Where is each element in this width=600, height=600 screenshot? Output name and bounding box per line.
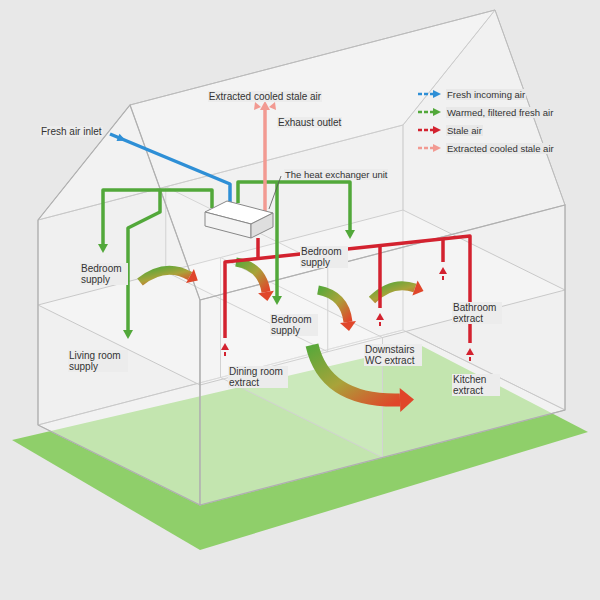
label-holder: Exhaust outlet <box>277 112 342 130</box>
legend-arrow-shaft <box>418 147 433 150</box>
legend-arrow-head <box>433 108 441 116</box>
heat-exchanger-side <box>251 213 273 238</box>
air-flow-arrowhead <box>258 291 274 301</box>
extract-arrowhead <box>466 348 474 355</box>
exhaust-arrowhead <box>260 101 270 110</box>
supply-arrowhead <box>98 244 108 253</box>
label-holder: Kitchen extract <box>452 374 500 398</box>
label-holder: Bedroom supply <box>80 263 128 287</box>
stale-air-duct <box>441 239 445 262</box>
extract-arrowhead <box>439 267 447 274</box>
exhaust-air-label: Extracted cooled stale air <box>208 91 322 102</box>
front-wall <box>200 205 565 505</box>
air-flow-arrow <box>140 270 190 282</box>
supply-arrowhead <box>123 330 133 339</box>
supply-label: Living room supply <box>68 350 128 372</box>
legend-arrow-swatch <box>418 143 442 153</box>
legend-arrow-shaft <box>418 93 433 96</box>
supply-duct <box>275 182 279 296</box>
exhaust-arrowhead <box>269 102 276 110</box>
fresh-air-arrowhead <box>117 134 127 141</box>
legend-text: Stale air <box>446 125 483 136</box>
legend-arrow-swatch <box>418 125 442 135</box>
stale-air-duct <box>256 238 260 258</box>
extract-label: Dining room extract <box>228 366 288 388</box>
air-flow-arrow <box>236 262 266 292</box>
heat-exchanger-front <box>205 212 251 238</box>
label-holder: Downstairs WC extract <box>364 344 422 368</box>
legend-text: Fresh incoming air <box>446 89 526 100</box>
legend-row: Fresh incoming air <box>418 88 526 100</box>
supply-duct <box>103 190 212 244</box>
extract-arrowhead <box>376 313 384 320</box>
legend-arrow-head <box>433 126 441 134</box>
outlet-label: Exhaust outlet <box>277 117 342 128</box>
extract-arrow-dash <box>442 276 444 280</box>
label-holder: Bedroom supply <box>270 314 318 338</box>
supply-arrowhead <box>272 296 282 305</box>
legend-row: Warmed, filtered fresh air <box>418 106 554 118</box>
legend-text: Warmed, filtered fresh air <box>446 107 554 118</box>
label-holder: Dining room extract <box>228 366 288 390</box>
supply-arrowhead <box>345 230 355 239</box>
supply-label: Bedroom supply <box>80 263 128 285</box>
legend-arrow-shaft <box>418 129 433 132</box>
supply-label: Bedroom supply <box>300 246 348 268</box>
unit-label: The heat exchanger unit <box>284 169 388 180</box>
legend-arrow-head <box>433 90 441 98</box>
exhaust-duct <box>263 110 267 213</box>
legend-row: Stale air <box>418 124 483 136</box>
exhaust-arrowhead <box>254 102 261 110</box>
label-holder: Bathroom extract <box>452 302 502 326</box>
legend-arrow-shaft <box>418 111 433 114</box>
extract-label: Bathroom extract <box>452 302 502 324</box>
extract-arrow-dash <box>224 352 226 356</box>
extract-arrow-dash <box>379 322 381 326</box>
near-gable-wall <box>38 105 200 505</box>
air-flow-arrowhead <box>412 280 423 295</box>
air-flow-arrowhead <box>340 321 356 331</box>
legend-arrow-head <box>433 144 441 152</box>
label-holder: Bedroom supply <box>300 246 348 270</box>
supply-label: Bedroom supply <box>270 314 318 336</box>
air-flow-arrowhead <box>400 388 414 412</box>
supply-duct <box>128 190 160 330</box>
stale-air-duct <box>225 236 470 343</box>
extract-arrow-dash <box>469 357 471 361</box>
stale-air-duct <box>378 246 382 308</box>
air-flow-arrow <box>318 290 348 322</box>
label-holder: Extracted cooled stale air <box>208 86 322 104</box>
extract-label: Kitchen extract <box>452 374 500 396</box>
legend-arrow-swatch <box>418 107 442 117</box>
legend-text: Extracted cooled stale air <box>446 143 555 154</box>
extract-arrowhead <box>221 343 229 350</box>
air-flow-arrowhead <box>186 269 198 283</box>
label-holder: Living room supply <box>68 350 128 374</box>
label-holder: The heat exchanger unit <box>284 164 388 182</box>
extract-label: Downstairs WC extract <box>364 344 422 366</box>
legend-row: Extracted cooled stale air <box>418 142 555 154</box>
fresh-air-duct <box>110 134 230 205</box>
inlet-label: Fresh air inlet <box>40 126 103 137</box>
legend-arrow-swatch <box>418 89 442 99</box>
label-holder: Fresh air inlet <box>40 121 103 139</box>
leader-line <box>269 176 281 209</box>
